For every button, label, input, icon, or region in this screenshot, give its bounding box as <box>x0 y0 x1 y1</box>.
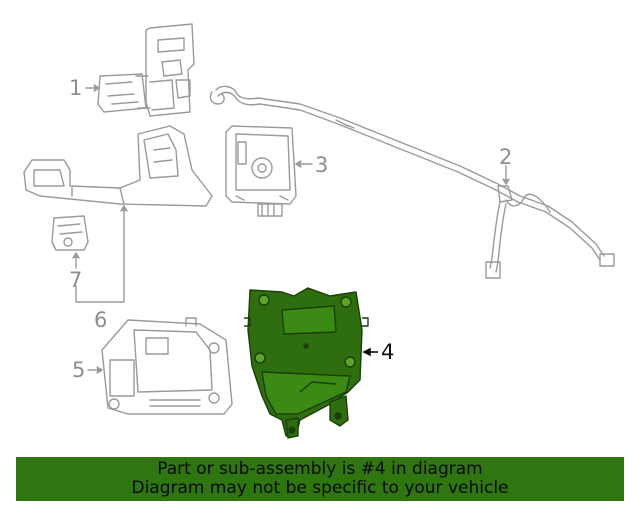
leader-4 <box>362 347 378 357</box>
callout-3[interactable]: 3 <box>315 153 329 177</box>
callout-5[interactable]: 5 <box>72 358 86 382</box>
callout-1[interactable]: 1 <box>69 76 83 100</box>
part-7-clip[interactable] <box>51 215 89 251</box>
part-4-highlighted[interactable] <box>244 287 369 439</box>
part-2-wiring-harness[interactable] <box>209 85 615 279</box>
banner-line-1: Part or sub-assembly is #4 in diagram <box>157 459 483 479</box>
part-3-module[interactable] <box>225 125 297 217</box>
part-5-bracket[interactable] <box>101 317 233 415</box>
callout-4[interactable]: 4 <box>381 340 395 364</box>
part-1-connector[interactable] <box>97 23 195 117</box>
part-6-bracket[interactable] <box>23 125 213 207</box>
callout-2[interactable]: 2 <box>499 145 513 169</box>
highlight-banner: Part or sub-assembly is #4 in diagram Di… <box>16 457 624 501</box>
callout-7[interactable]: 7 <box>69 268 83 292</box>
banner-line-2: Diagram may not be specific to your vehi… <box>131 478 509 498</box>
callout-6[interactable]: 6 <box>94 308 108 332</box>
leader-lines <box>72 84 510 374</box>
